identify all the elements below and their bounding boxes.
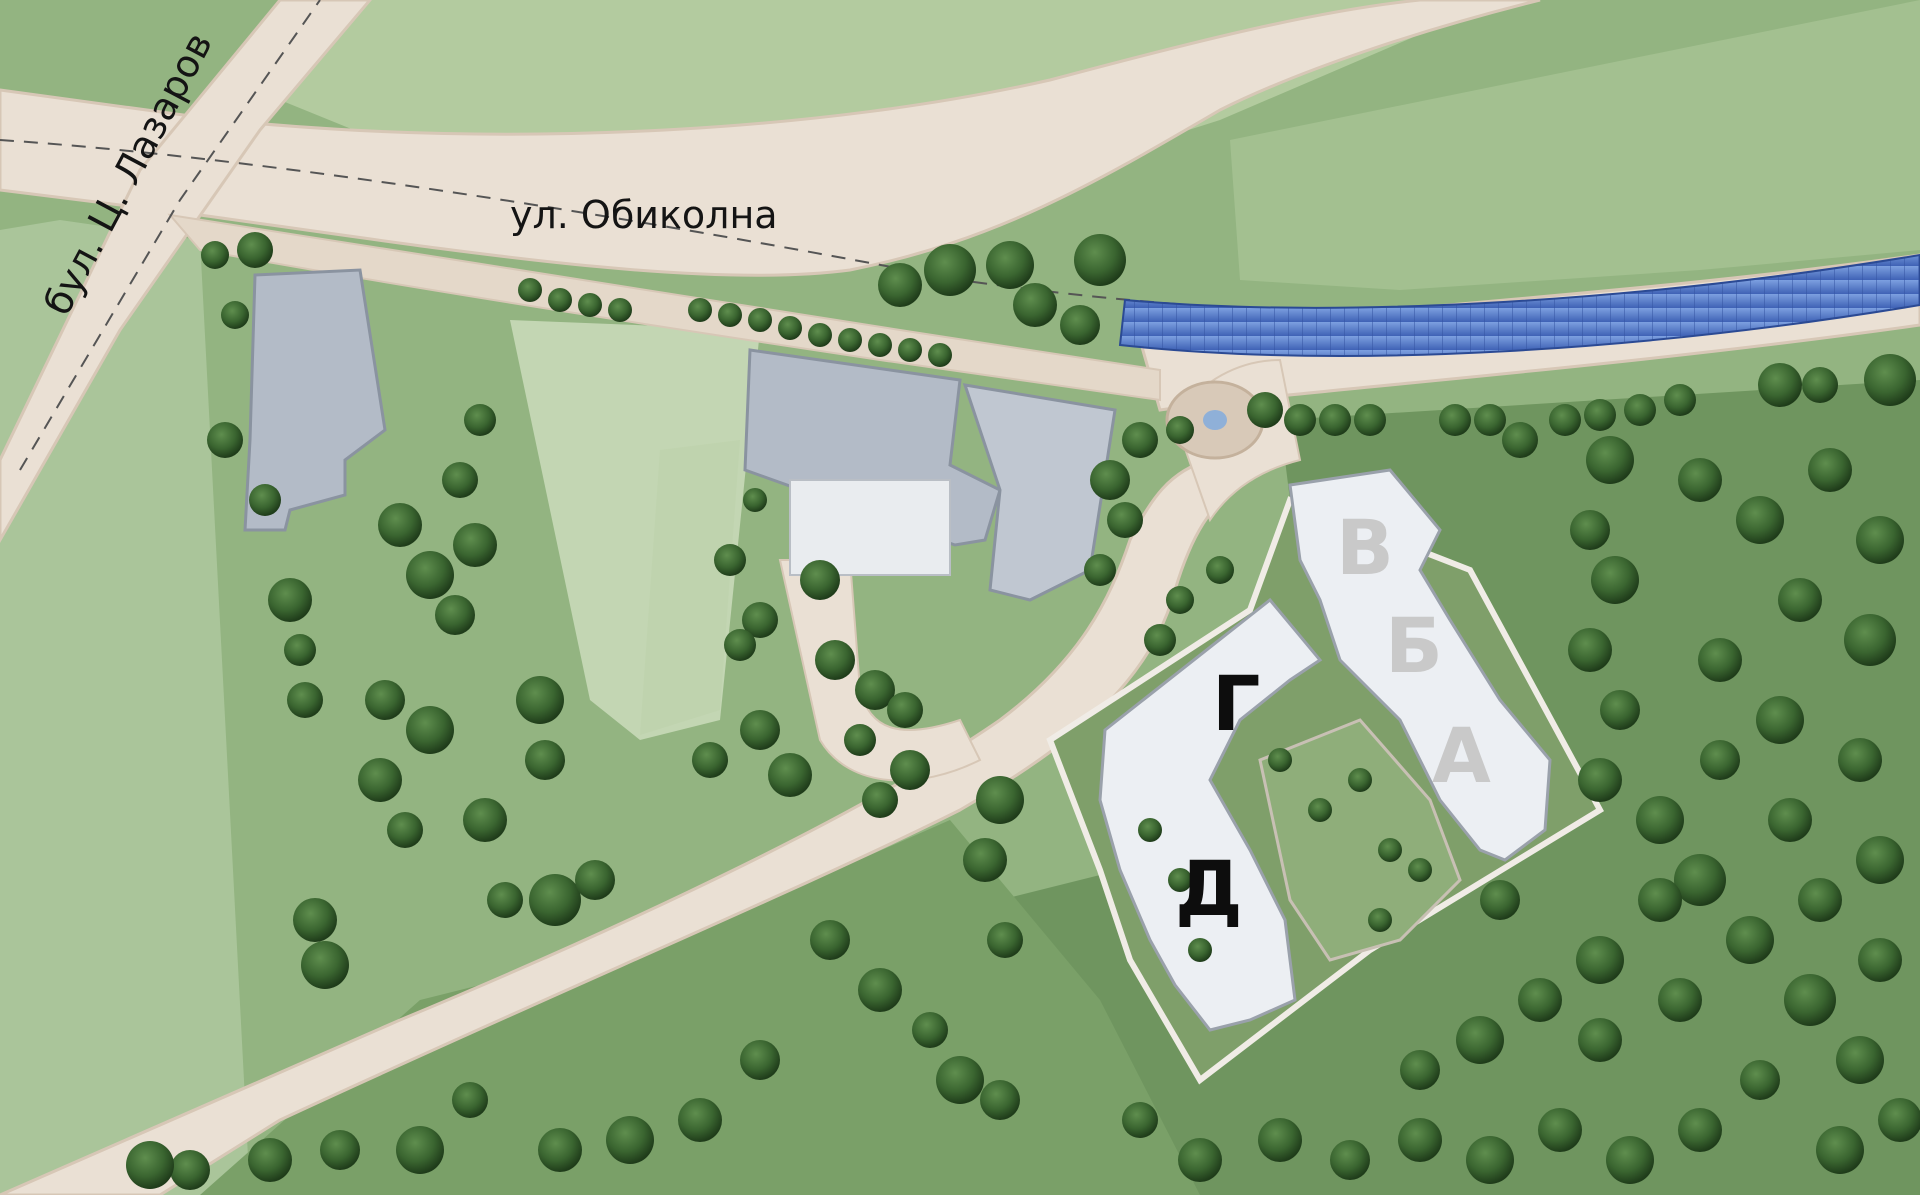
lawn-west [0,220,250,1195]
lazarov-centerline [19,0,321,471]
block-label-v: В [1336,503,1394,592]
parking-lot [789,479,951,576]
solar-canopy [1118,253,1920,357]
block-label-g: Г [1212,659,1260,748]
parking-access [778,559,982,782]
street-label-obikolna: ул. Обиколна [510,193,778,237]
lazarov-road [0,0,372,544]
block-label-b: Б [1385,601,1443,690]
roundabout-fountain [1203,410,1227,430]
building-g-d [1098,597,1323,1032]
building-v-b-a [1288,468,1552,862]
block-label-a: А [1432,711,1491,800]
courtyard [1258,718,1462,962]
tree-cluster [126,232,1920,1190]
obikolna-centerline [0,139,1501,314]
pale-plot-2 [640,440,740,735]
building-northwest [243,268,387,532]
block-label-d: Д [1175,844,1243,933]
field-northeast [1230,0,1920,290]
obikolna-road [0,0,1541,277]
